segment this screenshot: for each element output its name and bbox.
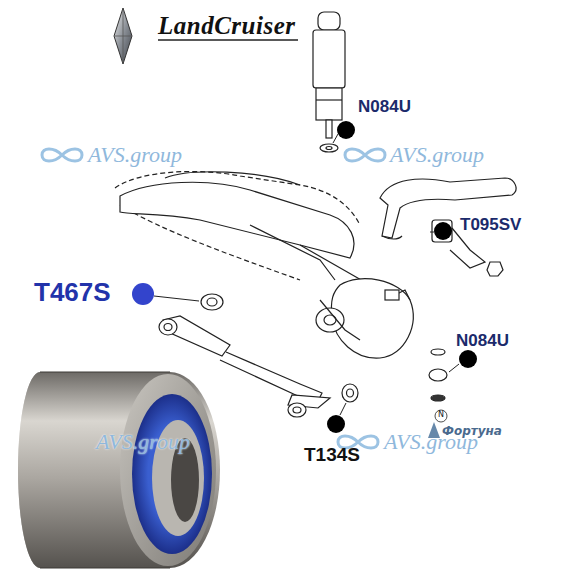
bushing-photo: [18, 372, 220, 568]
part-number: T095SV: [460, 216, 521, 235]
brand-logo: [114, 8, 298, 64]
brand-title: LandCruiser: [158, 12, 295, 40]
watermark: AVS.group: [88, 143, 182, 167]
part-number: N084U: [456, 332, 509, 351]
line-drawing: [115, 12, 516, 422]
part-number: T467S: [34, 278, 111, 307]
watermark: Фортуна: [442, 425, 502, 438]
symbol-letter: N: [438, 411, 444, 420]
part-number: N084U: [358, 98, 411, 117]
callout-leaders: [154, 134, 459, 415]
part-number: T134S: [304, 445, 360, 466]
watermark: AVS.group: [390, 143, 484, 167]
watermark: AVS.group: [96, 430, 190, 454]
